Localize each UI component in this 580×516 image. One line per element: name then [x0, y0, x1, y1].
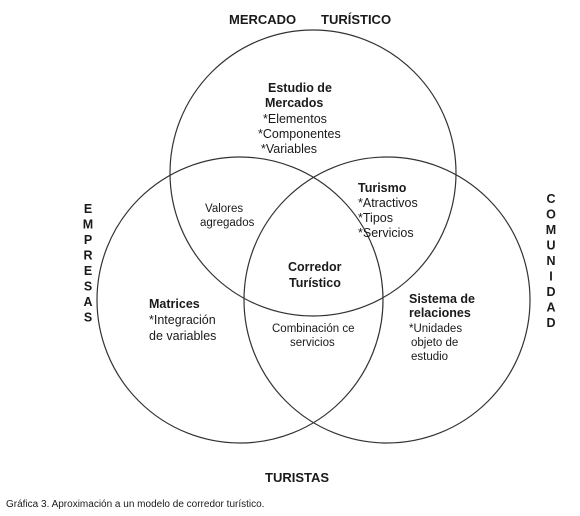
right-circle-item: objeto de	[411, 337, 458, 349]
left-circle-item: *Integración	[149, 313, 216, 327]
label-comunidad-letter: U	[546, 239, 555, 253]
label-empresas-letter: M	[83, 218, 93, 232]
label-empresas-letter: P	[84, 233, 92, 247]
center-line2: Turístico	[289, 276, 341, 290]
top-circle-item: *Componentes	[258, 127, 341, 141]
top-right-overlap-item: *Atractivos	[358, 196, 418, 210]
top-right-overlap-title: Turismo	[358, 181, 407, 195]
label-empresas-letter: S	[84, 280, 92, 294]
top-right-overlap-item: *Servicios	[358, 226, 414, 240]
top-circle-item: *Elementos	[263, 112, 327, 126]
top-right-overlap-item: *Tipos	[358, 211, 393, 225]
label-empresas-letter: E	[84, 264, 92, 278]
bottom-overlap-line1: Combinación ce	[272, 323, 354, 335]
label-empresas-letter: R	[83, 249, 92, 263]
top-circle-item: *Variables	[261, 142, 317, 156]
circle-left	[96, 156, 384, 444]
circle-right	[243, 156, 531, 444]
left-circle-title: Matrices	[149, 297, 200, 311]
label-comunidad-letter: A	[546, 301, 555, 315]
label-mercado: MERCADO	[229, 12, 296, 27]
label-comunidad-letter: D	[546, 316, 555, 330]
label-comunidad-letter: D	[546, 285, 555, 299]
top-left-overlap-line2: agregados	[200, 217, 255, 229]
label-empresas-letter: E	[84, 202, 92, 216]
label-turistas: TURISTAS	[265, 470, 329, 485]
label-comunidad-letter: N	[546, 254, 555, 268]
right-circle-title-line2: relaciones	[409, 306, 471, 320]
right-circle-item: estudio	[411, 351, 448, 363]
center-line1: Corredor	[288, 260, 342, 274]
label-empresas-letter: S	[84, 311, 92, 325]
left-circle-item: de variables	[149, 329, 216, 343]
top-circle-title-line2: Mercados	[265, 96, 323, 110]
bottom-overlap-line2: servicios	[290, 337, 335, 349]
figure-caption: Gráfica 3. Aproximación a un modelo de c…	[6, 499, 264, 510]
top-left-overlap-line1: Valores	[205, 203, 243, 215]
right-circle-title-line1: Sistema de	[409, 292, 475, 306]
label-comunidad-letter: M	[546, 223, 556, 237]
label-empresas-letter: A	[83, 295, 92, 309]
circle-top	[169, 29, 457, 317]
label-turistico: TURÍSTICO	[321, 12, 391, 27]
label-comunidad-letter: O	[546, 208, 556, 222]
right-circle-item: *Unidades	[409, 323, 462, 335]
label-comunidad-letter: C	[546, 192, 555, 206]
top-circle-title-line1: Estudio de	[268, 81, 332, 95]
label-comunidad-letter: I	[549, 270, 552, 284]
